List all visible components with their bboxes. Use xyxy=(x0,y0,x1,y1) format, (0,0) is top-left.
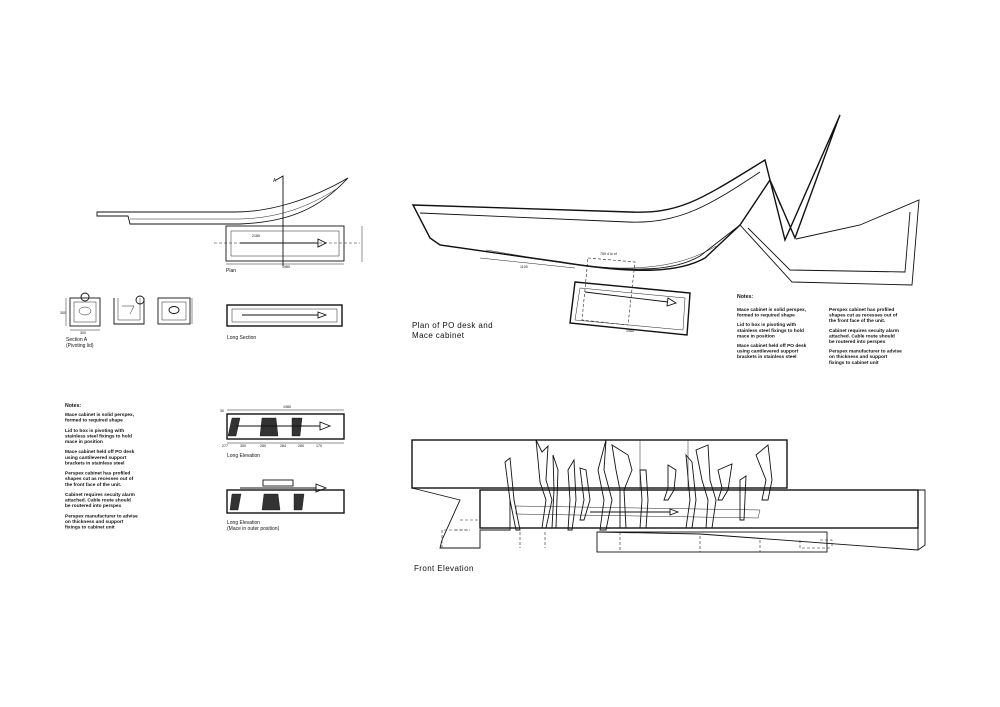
note-line: on thickness and support xyxy=(65,519,124,525)
section-a-subtitle: (Pivoting lid) xyxy=(66,343,94,349)
note-line: Cabinet requires secuity alarm xyxy=(829,328,899,334)
note-line: fixings to cabinet unit xyxy=(829,360,879,366)
plan-large-drawing: 1100 750 4 lo of 1980 Plan of PO desk an… xyxy=(411,114,920,340)
long-elevation-outer-drawing: Long Elevation (Mace in outer position) xyxy=(226,479,345,532)
front-elevation-drawing: Front Elevation xyxy=(411,439,926,573)
long-elevation-dim-left: 30 xyxy=(220,409,224,413)
note-line: Perspex manufacturer to advise xyxy=(65,513,138,519)
long-section-title: Long Section xyxy=(227,335,256,341)
long-elevation-dim-top: 1980 xyxy=(283,405,291,409)
section-a-dim-width: 300 xyxy=(80,331,86,335)
long-elevation-drawing: 1980 30 277 300 280 284 280 170 Long Elevatio… xyxy=(220,405,345,459)
long-elevation-dim-bottom: 280 xyxy=(298,444,304,448)
note-line: Mace cabinet is solid perspex, xyxy=(737,307,807,313)
note-line: on thickness and support xyxy=(829,354,888,360)
note-line: Lid to box is pivoting with xyxy=(65,428,124,434)
plan-large-dim-bottom: 1980 xyxy=(626,329,634,333)
note-line: attached. Cable route should xyxy=(829,333,895,339)
note-line: shapes cut as recesses out of xyxy=(65,476,134,482)
note-line: the front face of the unit. xyxy=(829,318,885,324)
plan-small-dim-top: 2185 xyxy=(252,234,260,238)
long-elevation-dim-bottom: 280 xyxy=(260,444,266,448)
note-line: Mace cabinet held off PO desk xyxy=(737,343,807,349)
plan-small-dim-bottom: 1980 xyxy=(282,265,290,269)
long-section-drawing: Long Section xyxy=(226,304,343,341)
note-line: brackets in stainless steel xyxy=(65,460,124,466)
note-line: Mace cabinet held off PO desk xyxy=(65,449,135,455)
plan-large-dim-top: 750 4 lo of xyxy=(600,252,617,256)
section-a-title: Section A xyxy=(66,337,88,343)
note-line: stainless steel fixings to hold xyxy=(737,328,804,334)
section-a-drawing: 300 300 Section A (Pivoting lid) xyxy=(60,292,193,349)
plan-large-dim-left: 1100 xyxy=(520,265,528,269)
note-line: fixings to cabinet unit xyxy=(65,525,115,531)
note-line: formed to required shape xyxy=(737,313,795,319)
note-line: be routered into perspex xyxy=(65,503,122,509)
long-elevation-title: Long Elevation xyxy=(227,453,260,459)
notes-right-block: Notes: Mace cabinet is solid perspex,for… xyxy=(737,294,902,366)
section-a-dim-height: 300 xyxy=(60,311,66,315)
note-line: using cantilevered support xyxy=(737,349,799,355)
note-line: Mace cabinet is solid perspex, xyxy=(65,412,135,418)
note-line: Perspex cabinet has profiled xyxy=(65,471,130,477)
long-elevation-dim-bottom: 277 xyxy=(222,444,228,448)
plan-small-drawing: A 2185 1980 Plan xyxy=(96,175,363,274)
note-line: be routered into perspex xyxy=(829,339,886,345)
note-line: Perspex cabinet has profiled xyxy=(829,307,894,313)
note-line: Cabinet requires secuity alarm xyxy=(65,492,135,498)
note-line: Perspex manufacturer to advise xyxy=(829,349,902,355)
plan-large-title-line2: Mace cabinet xyxy=(412,331,465,340)
long-elevation-dim-bottom: 170 xyxy=(316,444,322,448)
long-elevation-outer-subtitle: (Mace in outer position) xyxy=(227,526,280,532)
note-line: brackets in stainless steel xyxy=(737,354,796,360)
long-elevation-outer-title: Long Elevation xyxy=(227,520,260,526)
notes-right-heading: Notes: xyxy=(737,294,753,300)
notes-left-block: Notes: Mace cabinet is solid perspex,for… xyxy=(65,403,138,531)
note-line: formed to required shape xyxy=(65,418,123,424)
note-line: the front face of the unit. xyxy=(65,482,121,488)
note-line: stainless steel fixings to hold xyxy=(65,433,132,439)
note-line: attached. Cable route should xyxy=(65,498,131,504)
note-line: Lid to box is pivoting with xyxy=(737,322,796,328)
plan-small-title: Plan xyxy=(226,268,236,274)
note-line: mace in position xyxy=(737,333,775,339)
note-line: mace in position xyxy=(65,439,103,445)
front-elevation-title: Front Elevation xyxy=(414,564,474,573)
notes-left-heading: Notes: xyxy=(65,403,81,409)
section-marker-label: A xyxy=(273,178,277,184)
note-line: shapes cut as recesses out of xyxy=(829,313,898,319)
long-elevation-dim-bottom: 300 xyxy=(240,444,246,448)
note-line: using cantilevered support xyxy=(65,455,127,461)
plan-large-title-line1: Plan of PO desk and xyxy=(412,321,493,330)
long-elevation-dim-bottom: 284 xyxy=(280,444,286,448)
